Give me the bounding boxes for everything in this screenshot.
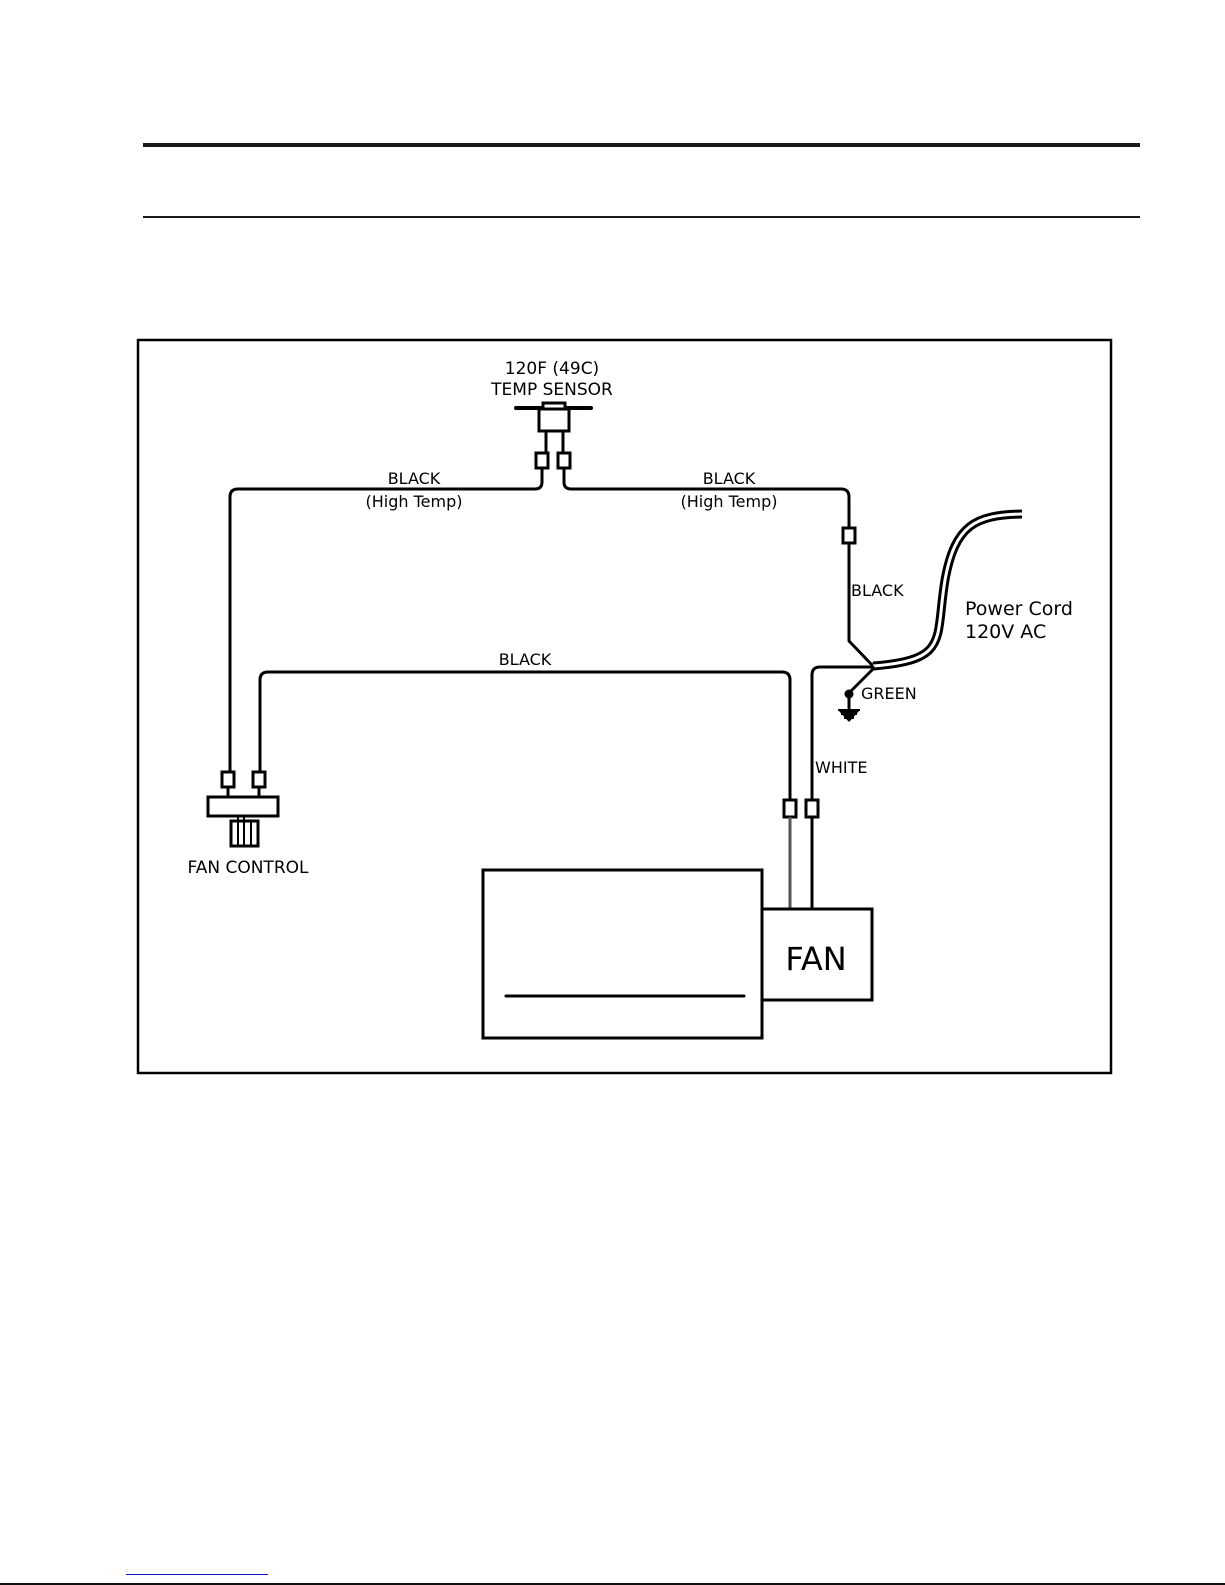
power-cord-label: Power Cord (965, 598, 1073, 620)
wire-label-color: WHITE (815, 758, 867, 777)
wire-label-color: BLACK (388, 469, 441, 488)
connector (558, 453, 570, 468)
temp-sensor: 120F (49C) TEMP SENSOR (490, 359, 613, 468)
wire-label-note: (High Temp) (366, 492, 463, 511)
ground-label: GREEN (861, 684, 917, 703)
ground-connection: GREEN (838, 669, 917, 722)
sensor-body (539, 409, 569, 431)
wire-label-note: (High Temp) (681, 492, 778, 511)
connector (843, 528, 855, 543)
connector (806, 800, 818, 817)
power-cord-voltage: 120V AC (965, 621, 1046, 643)
wire-left-high-temp (230, 468, 542, 772)
wire-control-to-fan (260, 672, 790, 800)
ground-icon (838, 710, 860, 722)
connector (253, 772, 265, 787)
wire-label-color: BLACK (499, 650, 552, 669)
fan-control-body (208, 797, 278, 816)
fan-label: FAN (785, 940, 846, 978)
fan-control-label: FAN CONTROL (188, 858, 310, 878)
wire-label-color: BLACK (851, 581, 904, 600)
temp-sensor-label: TEMP SENSOR (490, 380, 613, 400)
connector (536, 453, 548, 468)
appliance-housing (483, 870, 762, 1038)
fan-control: FAN CONTROL (188, 772, 310, 878)
wire-label-color: BLACK (703, 469, 756, 488)
connector (784, 800, 796, 817)
connector (222, 772, 234, 787)
wire-cord-black (849, 543, 873, 666)
temp-sensor-rating: 120F (49C) (505, 359, 599, 379)
footer-link-underline[interactable] (126, 1574, 268, 1575)
